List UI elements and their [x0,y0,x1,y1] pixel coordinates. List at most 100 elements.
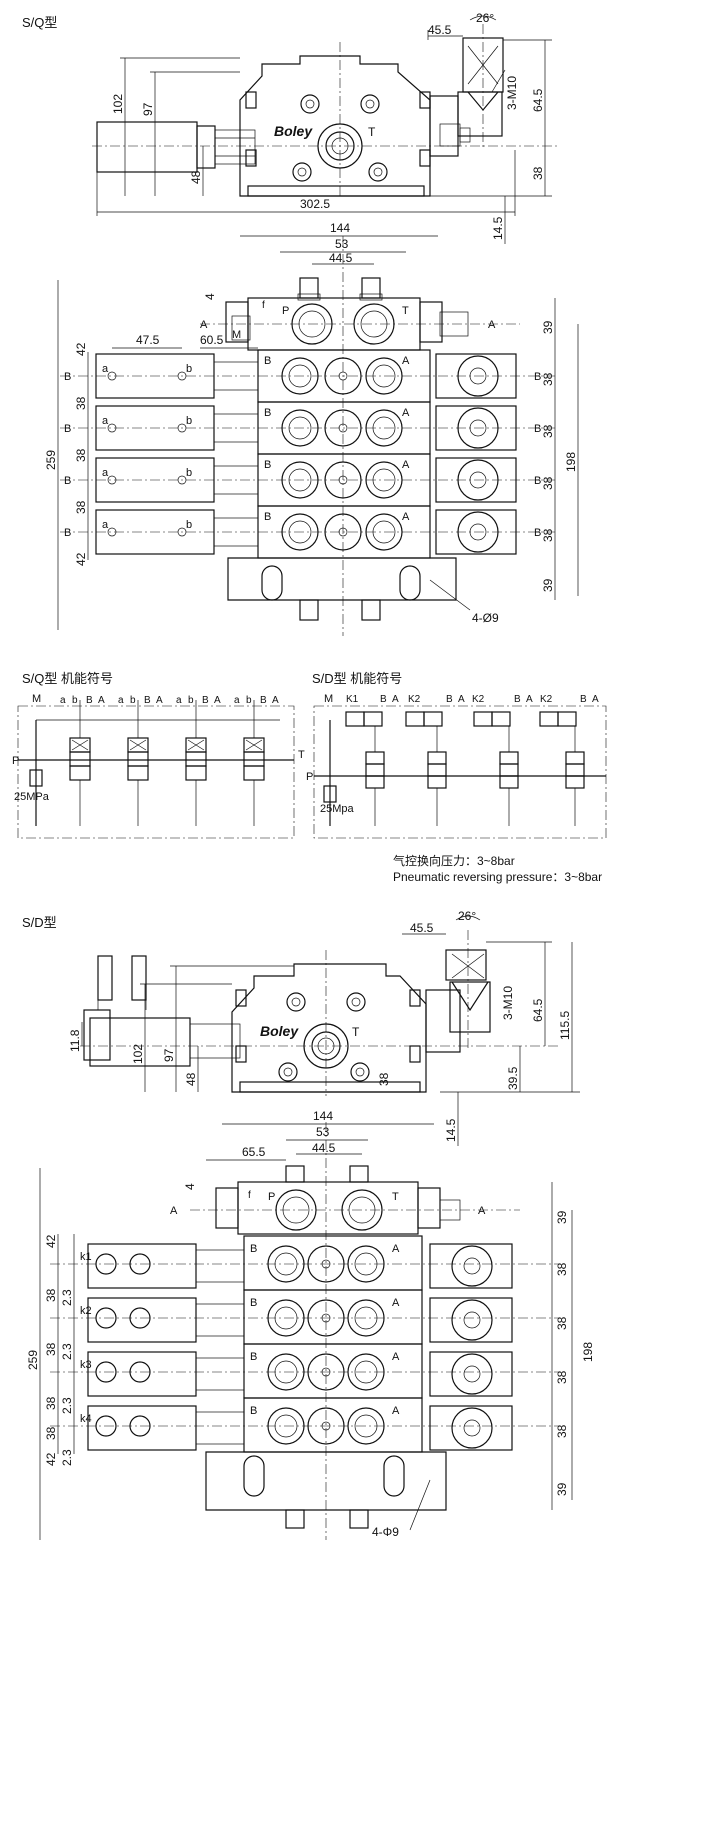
act-a-1: a [102,363,109,375]
sq-s4-a: a [234,695,240,706]
sd-a-3: A [392,1351,400,1363]
dim-sqp-60: 60.5 [200,333,224,347]
sd-section-a-left: A [170,1205,178,1217]
dim-sq-48: 48 [189,170,203,184]
dim-sd-thread: 3-M10 [501,986,515,1020]
act-a-2: a [102,415,109,427]
port-b-3: B [264,459,271,471]
dim-sd-102: 102 [131,1044,145,1064]
sd-k1: k1 [80,1251,92,1263]
title-sd-symbol: S/D型 机能符号 [312,671,403,686]
title-sd-drawing: S/D型 [22,915,57,930]
dim-sq-thread: 3-M10 [505,76,519,110]
sd-plan-view: 144 53 65.5 44.5 4 42 38 2.3 38 2.3 38 2… [26,1109,595,1540]
sect-b-left-4: B [64,527,71,539]
sq-s4-A: A [272,695,279,706]
sd-sections [243,1235,423,1453]
sd-section-a-right: A [478,1205,486,1217]
dim-sd-97: 97 [162,1048,176,1062]
sq-s2-b: b [130,695,136,706]
dim-sd-11: 11.8 [68,1029,82,1052]
port-b-4: B [264,511,271,523]
act-a-3: a [102,467,109,479]
sd-s4-B: B [580,694,587,705]
sd-left-solenoids [87,1243,245,1451]
dim-sd-45: 45.5 [410,921,434,935]
sq-s1-A: A [98,695,105,706]
dim-sdp-l9: 42 [44,1452,58,1466]
sd-sym-m: M [324,693,333,705]
sect-b-right-4: B [534,527,541,539]
port-b-2: B [264,407,271,419]
title-sq-drawing: S/Q型 [22,15,58,30]
sd-port-p: P [268,1191,275,1203]
sq-s1-b: b [72,695,78,706]
dim-sdp-53: 53 [316,1125,330,1139]
dim-sqp-holes: 4-Ø9 [472,611,499,625]
dim-sqp-47: 47.5 [136,333,160,347]
sq-s1-B: B [86,695,93,706]
dim-sdp-l6: 38 [44,1396,58,1410]
sd-s2-A: A [458,694,465,705]
dim-sq-14: 14.5 [491,216,505,240]
sect-b-right-3: B [534,475,541,487]
sd-base [205,1451,447,1511]
brand-logo: Boley [274,123,313,139]
dim-sdp-38d: 38 [555,1424,569,1438]
section-a-right: A [488,319,496,331]
dim-sdp-39a: 39 [555,1210,569,1224]
sd-s2-B: B [446,694,453,705]
sd-port-f: f [248,1190,251,1201]
sd-k4: k4 [80,1413,92,1425]
port-a-1: A [402,355,410,367]
dim-sdp-l4: 38 [44,1342,58,1356]
sd-s1-B: B [380,694,387,705]
sq-s3-A: A [214,695,221,706]
sq-s2-a: a [118,695,124,706]
sd-s4-A: A [592,694,599,705]
dim-sd-14: 14.5 [444,1118,458,1142]
act-b-2: b [186,415,192,427]
dim-sdp-l5: 2.3 [60,1343,74,1360]
sd-s1-k: K1 [346,694,359,705]
port-t: T [402,305,409,317]
sd-port-t: T [392,1191,399,1203]
dim-sq-angle: 26° [476,11,494,25]
port-a-4: A [402,511,410,523]
sd-right-caps [429,1243,513,1451]
dim-sqp-38a: 38 [74,396,88,410]
sd-sym-p: P [306,771,313,783]
dim-sdp-l8: 38 [44,1426,58,1440]
dim-sqp-38g: 38 [541,528,555,542]
section-a-left: A [200,319,208,331]
sq-sym-t: T [298,749,305,761]
dim-sqp-42a: 42 [74,342,88,356]
dim-sdp-198: 198 [581,1342,595,1362]
dim-sdp-4: 4 [183,1183,197,1190]
sd-top-view: 45.5 26° 3-M10 11.8 102 97 48 64.5 115.5… [68,909,580,1146]
note-pressure-en: Pneumatic reversing pressure：3~8bar [393,870,603,884]
sq-plan-view: 144 53 44.5 4 47.5 60.5 42 38 38 38 42 2… [44,221,579,636]
sq-symbol-valves [69,700,265,826]
dim-sdp-l7: 2.3 [60,1397,74,1414]
sq-actuator-box [96,121,198,173]
dim-sd-angle: 26° [458,909,476,923]
port-f: f [262,300,265,311]
sd-b-3: B [250,1351,257,1363]
dim-sd-64: 64.5 [531,998,545,1022]
act-b-3: b [186,467,192,479]
dim-sdp-259: 259 [26,1350,40,1370]
sd-symbol-valves [345,711,585,826]
sd-a-4: A [392,1405,400,1417]
dim-sd-115: 115.5 [558,1011,572,1040]
dim-sqp-38e: 38 [541,424,555,438]
sq-sym-relief: 25MPa [14,791,50,803]
dim-sqp-38c: 38 [74,500,88,514]
dim-sqp-38f: 38 [541,476,555,490]
sq-sections [257,349,431,559]
dim-sqp-44: 44.5 [329,251,353,265]
sq-s4-B: B [260,695,267,706]
brand-logo-sd: Boley [260,1023,299,1039]
sd-s3-k: K2 [472,694,485,705]
